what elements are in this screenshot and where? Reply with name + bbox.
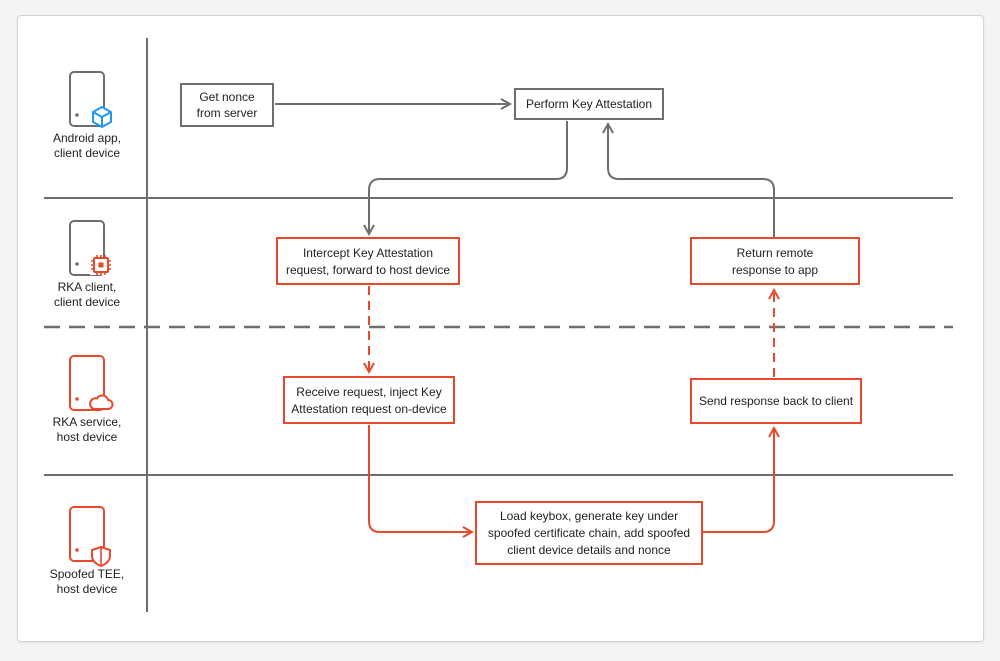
lane-spoofed-tee-label-1: Spoofed TEE, (50, 567, 125, 581)
arrow-load-keybox-to-send (703, 428, 774, 533)
lane-rka-service-label-1: RKA service, (53, 415, 122, 429)
cloud-icon (89, 394, 114, 410)
box-get-nonce-line-1: Get nonce (199, 90, 255, 104)
lane-rka-client-label-2: client device (54, 295, 120, 309)
cube-icon (92, 106, 112, 128)
lane-spoofed-tee-label-2: host device (57, 582, 118, 596)
box-return-remote-line-1: Return remote (737, 246, 814, 260)
box-intercept-line-2: request, forward to host device (286, 263, 450, 277)
lane-rka-service-label-2: host device (57, 430, 118, 444)
box-intercept-line-1: Intercept Key Attestation (303, 246, 433, 260)
box-return-remote-line-2: response to app (732, 263, 818, 277)
lane-rka-client-label-1: RKA client, (58, 280, 117, 294)
shield-icon (91, 546, 111, 567)
arrow-return-to-attestation (608, 124, 775, 237)
box-perform-attestation: Perform Key Attestation (514, 88, 664, 120)
box-receive-request-line-2: Attestation request on-device (291, 402, 447, 416)
box-load-keybox-line-1: Load keybox, generate key under (500, 509, 678, 523)
lane-rka-client: RKA client, client device (54, 220, 120, 309)
arrow-receive-to-load-keybox (368, 425, 472, 532)
lane-rka-service: RKA service, host device (53, 355, 122, 444)
box-send-response-line-1: Send response back to client (699, 394, 854, 408)
box-receive-request-line-1: Receive request, inject Key (296, 385, 441, 399)
box-get-nonce: Get nonce from server (180, 83, 274, 127)
box-receive-request: Receive request, inject Key Attestation … (283, 376, 455, 424)
lane-android-app: Android app, client device (53, 71, 121, 160)
lane-spoofed-tee: Spoofed TEE, host device (50, 506, 125, 596)
box-return-remote: Return remote response to app (690, 237, 860, 285)
chip-icon (90, 255, 112, 275)
box-perform-attestation-line-1: Perform Key Attestation (526, 97, 652, 111)
box-intercept: Intercept Key Attestation request, forwa… (276, 237, 460, 285)
phone-icon (69, 506, 105, 562)
arrow-attestation-to-intercept (369, 121, 568, 234)
box-load-keybox-line-2: spoofed certificate chain, add spoofed (488, 526, 690, 540)
phone-icon (69, 355, 105, 411)
box-send-response: Send response back to client (690, 378, 862, 424)
lane-android-label-2: client device (54, 146, 120, 160)
box-load-keybox: Load keybox, generate key under spoofed … (475, 501, 703, 565)
box-load-keybox-line-3: client device details and nonce (507, 543, 671, 557)
box-get-nonce-line-2: from server (197, 106, 258, 120)
lane-android-label-1: Android app, (53, 131, 121, 145)
